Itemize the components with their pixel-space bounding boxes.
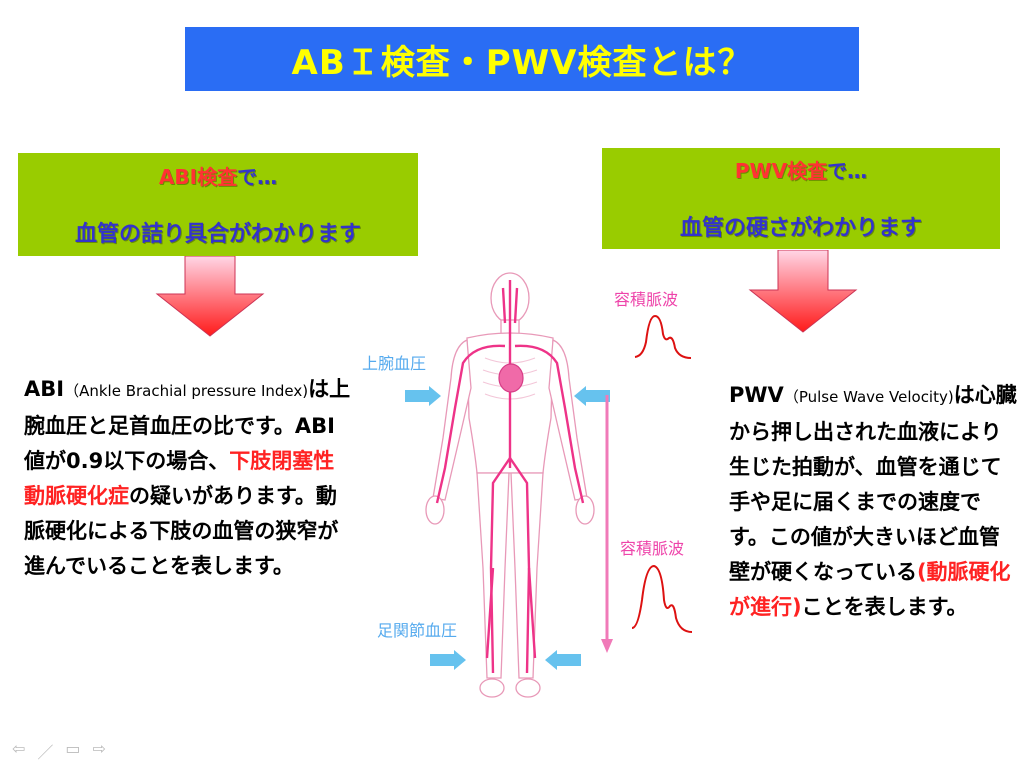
pwv-highlight: (動脈硬化が進行) — [729, 560, 1011, 619]
heart-icon — [498, 363, 524, 393]
abi-body-part1: は上腕血圧と足首血圧の比です。ABI値が0.9以下の場合、 — [24, 377, 351, 473]
pwv-box-subtitle: 血管の硬さがわかります — [679, 216, 922, 241]
upper-arm-left-arrow-icon — [405, 386, 441, 406]
abi-fullname: （Ankle Brachial pressure Index) — [64, 382, 309, 400]
pwv-lead: PWV — [729, 383, 784, 407]
next-slide-icon[interactable]: ⇨ — [92, 739, 106, 758]
human-body-artery-illustration — [425, 272, 595, 698]
abi-box-heading: ABI検査で… — [159, 161, 277, 190]
abi-lead: ABI — [24, 377, 65, 401]
page-title: ABＩ検査・PWV検査とは？ — [291, 42, 753, 83]
ankle-bp-label: 足関節血圧 — [377, 621, 458, 640]
abi-test-name: ABI検査 — [158, 165, 238, 189]
volume-pulse-label-top: 容積脈波 — [614, 290, 679, 309]
abi-body-part2: の疑いがあります。動脈硬化による下肢の血管の狭窄が進んでいることを表します。 — [24, 484, 339, 578]
abi-description: ABI（Ankle Brachial pressure Index)は上腕血圧と… — [24, 372, 354, 584]
pulse-waveform-mid-icon — [631, 564, 693, 633]
abi-box-subtitle: 血管の詰り具合がわかります — [74, 222, 361, 247]
upper-arm-right-arrow-icon — [574, 386, 610, 406]
pen-tool-icon[interactable]: ／ — [37, 743, 54, 762]
pwv-body-part1: は心臓から押し出された血液により生じた拍動が、血管を通じて手や足に届くまでの速度… — [729, 383, 1017, 584]
pwv-test-name: PWV検査 — [734, 159, 828, 183]
prev-slide-icon[interactable]: ⇦ — [12, 739, 26, 758]
abi-down-arrow-icon — [155, 256, 265, 337]
pulse-waveform-top-icon — [634, 314, 692, 359]
title-banner: ABＩ検査・PWV検査とは？ — [185, 27, 859, 91]
abi-summary-box: ABI検査で… 血管の詰り具合がわかります — [18, 153, 418, 256]
slide-menu-icon[interactable]: ▭ — [65, 739, 81, 758]
pwv-summary-box: PWV検査で… 血管の硬さがわかります — [602, 148, 1000, 249]
pwv-fullname: （Pulse Wave Velocity) — [783, 388, 954, 406]
ankle-left-arrow-icon — [430, 650, 466, 670]
ankle-right-arrow-icon — [545, 650, 581, 670]
abi-heading-suffix: で… — [237, 165, 278, 189]
pwv-heading-suffix: で… — [827, 159, 868, 183]
pulse-propagation-arrow-icon — [601, 395, 613, 653]
abi-disease-highlight: 下肢閉塞性動脈硬化症 — [24, 449, 335, 508]
pwv-down-arrow-icon — [748, 250, 858, 333]
pwv-description: PWV（Pulse Wave Velocity)は心臓から押し出された血液により… — [729, 378, 1019, 625]
pwv-body-part2: ことを表します。 — [801, 595, 968, 619]
pwv-box-heading: PWV検査で… — [735, 155, 867, 184]
volume-pulse-label-mid: 容積脈波 — [620, 539, 685, 558]
slide-navigation: ⇦ ／ ▭ ⇨ — [12, 739, 106, 763]
upper-arm-bp-label: 上腕血圧 — [362, 354, 427, 373]
